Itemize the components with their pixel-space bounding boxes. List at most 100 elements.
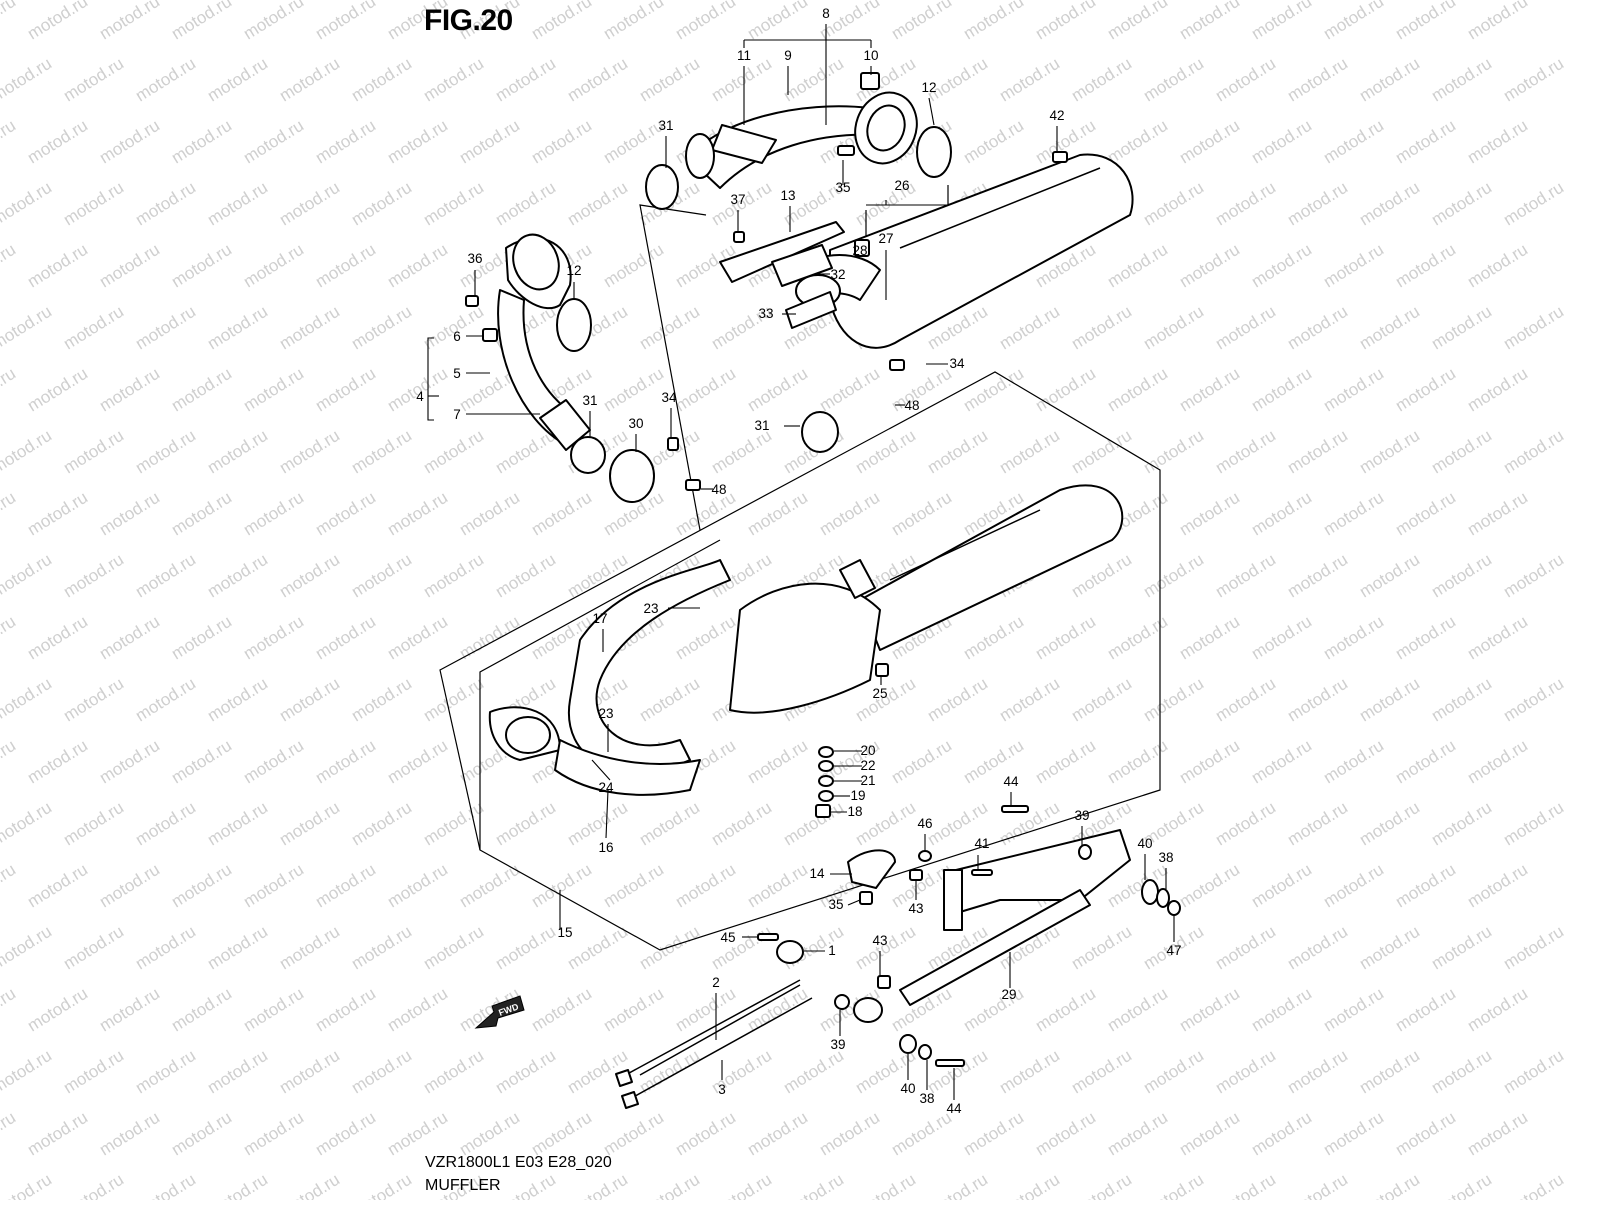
bolt-35-bottom: [859, 891, 873, 905]
watermark-text: motod.ru: [132, 550, 199, 602]
watermark-text: motod.ru: [1104, 364, 1171, 416]
watermark-text: motod.ru: [384, 240, 451, 292]
watermark-text: motod.ru: [1212, 798, 1279, 850]
watermark-text: motod.ru: [924, 1046, 991, 1098]
pipe-16: [554, 739, 701, 796]
watermark-text: motod.ru: [1284, 1170, 1351, 1200]
watermark-text: motod.ru: [960, 364, 1027, 416]
watermark-text: motod.ru: [312, 736, 379, 788]
watermark-text: motod.ru: [60, 1046, 127, 1098]
watermark-text: motod.ru: [1284, 550, 1351, 602]
watermark-text: motod.ru: [1032, 0, 1099, 43]
watermark-text: motod.ru: [1140, 1170, 1207, 1200]
watermark-text: motod.ru: [564, 1170, 631, 1200]
watermark-text: motod.ru: [708, 922, 775, 974]
callout-43-top: 43: [908, 901, 923, 916]
watermark-text: motod.ru: [456, 1108, 523, 1160]
watermark-text: motod.ru: [636, 674, 703, 726]
watermark-text: motod.ru: [528, 116, 595, 168]
watermark-text: motod.ru: [1464, 116, 1531, 168]
watermark-text: motod.ru: [1428, 550, 1495, 602]
watermark-text: motod.ru: [348, 674, 415, 726]
watermark-text: motod.ru: [492, 922, 559, 974]
watermark-text: motod.ru: [1356, 302, 1423, 354]
watermark-text: motod.ru: [996, 1046, 1063, 1098]
watermark-text: motod.ru: [96, 612, 163, 664]
callout-32: 32: [830, 267, 845, 282]
watermark-text: motod.ru: [0, 302, 55, 354]
watermark-text: motod.ru: [960, 612, 1027, 664]
watermark-text: motod.ru: [132, 1170, 199, 1200]
watermark-text: motod.ru: [60, 922, 127, 974]
watermark-text: motod.ru: [492, 54, 559, 106]
watermark-text: motod.ru: [780, 798, 847, 850]
watermark-text: motod.ru: [276, 426, 343, 478]
watermark-text: motod.ru: [1284, 178, 1351, 230]
watermark-text: motod.ru: [672, 984, 739, 1036]
bolt-44-bottom: [935, 1059, 965, 1067]
watermark-text: motod.ru: [996, 426, 1063, 478]
watermark-text: motod.ru: [0, 1108, 19, 1160]
callout-35-top: 35: [835, 180, 850, 195]
watermark-text: motod.ru: [24, 612, 91, 664]
watermark-text: motod.ru: [1248, 364, 1315, 416]
watermark-text: motod.ru: [96, 116, 163, 168]
watermark-text: motod.ru: [420, 54, 487, 106]
clip-6: [482, 328, 498, 342]
watermark-text: motod.ru: [0, 178, 55, 230]
watermark-text: motod.ru: [1356, 178, 1423, 230]
callout-15: 15: [557, 925, 572, 940]
watermark-text: motod.ru: [132, 922, 199, 974]
watermark-text: motod.ru: [780, 1170, 847, 1200]
watermark-text: motod.ru: [348, 178, 415, 230]
watermark-text: motod.ru: [1500, 54, 1567, 106]
watermark-text: motod.ru: [528, 1108, 595, 1160]
watermark-text: motod.ru: [384, 488, 451, 540]
bolt-35-top: [837, 145, 855, 156]
watermark-text: motod.ru: [348, 1046, 415, 1098]
watermark-text: motod.ru: [60, 674, 127, 726]
watermark-text: motod.ru: [1464, 0, 1531, 43]
watermark-text: motod.ru: [1392, 488, 1459, 540]
watermark-text: motod.ru: [168, 736, 235, 788]
watermark-text: motod.ru: [0, 736, 19, 788]
callout-25: 25: [872, 686, 887, 701]
leader-lines: [427, 24, 1175, 1100]
nut-48-left: [685, 479, 701, 491]
watermark-text: motod.ru: [1212, 302, 1279, 354]
control-cables: [615, 933, 813, 1109]
watermark-text: motod.ru: [0, 798, 55, 850]
watermark-text: motod.ru: [888, 0, 955, 43]
callout-43-bottom: 43: [872, 933, 887, 948]
watermark-text: motod.ru: [1212, 550, 1279, 602]
gasket-33: [785, 291, 837, 329]
watermark-text: motod.ru: [96, 364, 163, 416]
watermark-text: motod.ru: [312, 240, 379, 292]
watermark-text: motod.ru: [60, 550, 127, 602]
watermark-text: motod.ru: [1140, 426, 1207, 478]
watermark-text: motod.ru: [276, 922, 343, 974]
watermark-text: motod.ru: [204, 674, 271, 726]
callout-1: 1: [828, 943, 836, 958]
watermark-text: motod.ru: [924, 1170, 991, 1200]
watermark-text: motod.ru: [1032, 1108, 1099, 1160]
watermark-text: motod.ru: [0, 1170, 55, 1200]
watermark-text: motod.ru: [24, 116, 91, 168]
callout-20: 20: [860, 743, 875, 758]
watermark-text: motod.ru: [1176, 736, 1243, 788]
callout-48-left: 48: [711, 482, 726, 497]
callout-33: 33: [758, 306, 773, 321]
watermark-text: motod.ru: [564, 550, 631, 602]
watermark-text: motod.ru: [420, 426, 487, 478]
callout-28: 28: [852, 243, 867, 258]
callout-3: 3: [718, 1082, 726, 1097]
watermark-text: motod.ru: [204, 426, 271, 478]
watermark-text: motod.ru: [1212, 54, 1279, 106]
watermark-text: motod.ru: [1464, 984, 1531, 1036]
watermark-text: motod.ru: [1428, 674, 1495, 726]
watermark-text: motod.ru: [132, 426, 199, 478]
watermark-text: motod.ru: [240, 116, 307, 168]
watermark-text: motod.ru: [276, 302, 343, 354]
clip-28: [854, 239, 870, 257]
